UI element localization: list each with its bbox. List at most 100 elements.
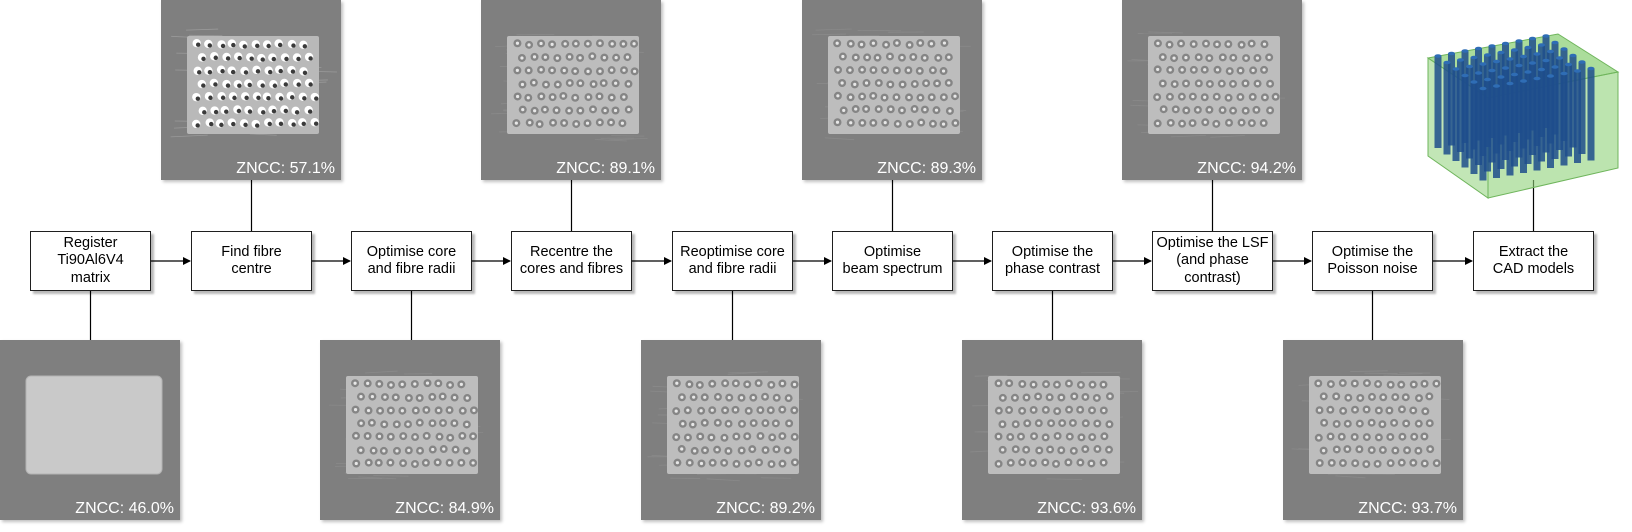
fibre-cross-section — [720, 458, 729, 467]
fibre-cross-section — [1158, 79, 1167, 88]
fibre-cross-section — [1351, 405, 1360, 414]
fibre-cross-section — [571, 39, 580, 48]
fibre-cross-section — [994, 432, 1003, 441]
fibre-cross-section — [1200, 65, 1209, 74]
fibre-cross-section — [537, 92, 546, 101]
fibre-cross-section — [524, 66, 533, 75]
fibre-cross-section — [599, 79, 608, 88]
fibre-cross-section — [1350, 432, 1359, 441]
fibre-cross-section — [721, 406, 730, 415]
fibre-cross-section — [915, 66, 924, 75]
fibre-cross-section — [428, 419, 437, 428]
fibre-cross-section — [725, 393, 734, 402]
fibre-cross-section — [846, 93, 855, 102]
fibre-cross-section — [222, 79, 231, 89]
fibre-cross-section — [1052, 380, 1061, 389]
fibre-cross-section — [1271, 92, 1280, 101]
fibre-cross-section — [445, 406, 454, 415]
fibre-cross-section — [299, 67, 308, 76]
fibre-cross-section — [1362, 460, 1371, 469]
fibre-cross-section — [571, 93, 580, 102]
fibre-cross-section — [677, 393, 686, 402]
fibre-cross-section — [689, 393, 698, 402]
fibre-cross-section — [375, 432, 384, 441]
fibre-cross-section — [292, 78, 302, 88]
fibre-cross-section — [767, 380, 776, 389]
fibre-cross-section — [790, 432, 799, 441]
fibre-cross-section — [256, 79, 266, 89]
fibre-cross-section — [732, 459, 741, 468]
cad-fibre — [1475, 71, 1482, 165]
cad-fibre — [1524, 70, 1532, 164]
fibre-cross-section — [559, 91, 568, 100]
fibre-cross-section — [268, 53, 277, 62]
fibre-cross-section — [517, 53, 526, 62]
fibre-cross-section — [1166, 118, 1175, 127]
fibre-cross-section — [204, 39, 213, 49]
fibre-cross-section — [595, 39, 604, 48]
fibre-cross-section — [553, 54, 562, 63]
fibre-cross-section — [612, 53, 621, 62]
fibre-cross-section — [530, 106, 539, 115]
fibre-cross-section — [761, 419, 770, 428]
fibre-cross-section — [1100, 432, 1109, 441]
cad-fibre — [1560, 71, 1568, 166]
fibre-cross-section — [291, 106, 300, 115]
fibre-cross-section — [1177, 39, 1186, 48]
cad-fibre — [1569, 53, 1577, 148]
cad-model-render — [1426, 33, 1620, 199]
fibre-cross-section — [1259, 119, 1268, 128]
fibre-cross-section — [269, 80, 278, 89]
fibre-cross-section — [607, 93, 616, 102]
fibre-cross-section — [858, 65, 867, 74]
fibre-cross-section — [1018, 380, 1027, 389]
fibre-cross-section — [462, 420, 471, 429]
fibre-cross-section — [1265, 53, 1274, 62]
fibre-cross-section — [623, 53, 632, 62]
fibre-cross-section — [1057, 446, 1066, 455]
fibre-cross-section — [1153, 93, 1162, 102]
cad-fibre — [1520, 79, 1527, 173]
fibre-cross-section — [537, 39, 546, 48]
fibre-cross-section — [672, 407, 681, 416]
fibre-cross-section — [1006, 433, 1015, 442]
fibre-cross-section — [1403, 446, 1412, 455]
fibre-cross-section — [513, 39, 522, 48]
fibre-cross-section — [994, 379, 1003, 388]
fibre-cross-section — [298, 118, 307, 127]
streak-artifact — [1170, 134, 1206, 138]
fibre-cross-section — [1088, 433, 1097, 442]
fibre-cross-section — [572, 119, 581, 128]
fibre-cross-section — [1105, 420, 1114, 429]
streak-artifact — [611, 135, 645, 137]
fibre-cross-section — [1338, 459, 1347, 468]
fibre-cross-section — [892, 66, 901, 75]
zncc-label: ZNCC: 94.2% — [1197, 160, 1296, 177]
fibre-cross-section — [565, 106, 574, 115]
fibre-cross-section — [537, 65, 546, 74]
fibre-cross-section — [1092, 393, 1101, 402]
zncc-label: ZNCC: 57.1% — [236, 160, 335, 177]
fibre-cross-section — [1057, 393, 1066, 402]
fibre-cross-section — [428, 445, 437, 454]
fibre-cross-section — [1011, 445, 1020, 454]
fibre-cross-section — [998, 445, 1007, 454]
fibre-cross-section — [619, 39, 628, 48]
fibre-cross-section — [1425, 392, 1434, 401]
fibre-cross-section — [251, 40, 260, 49]
fibre-cross-section — [683, 406, 692, 415]
fibre-cross-section — [858, 92, 867, 101]
fibre-cross-section — [530, 52, 539, 61]
fibre-cross-section — [560, 66, 569, 75]
fibre-cross-section — [1202, 39, 1211, 48]
ct-slice-panel-poisson-noise: ZNCC: 93.7% — [1283, 340, 1463, 520]
fibre-cross-section — [1237, 40, 1246, 49]
fibre-cross-section — [583, 119, 592, 128]
fibre-cross-section — [880, 66, 889, 75]
fibre-cross-section — [749, 419, 758, 428]
fibre-cross-section — [1099, 380, 1108, 389]
fibre-cross-section — [1218, 106, 1227, 115]
fibre-cross-section — [571, 67, 580, 76]
fibre-cross-section — [1053, 431, 1062, 440]
fibre-cross-section — [251, 119, 260, 129]
